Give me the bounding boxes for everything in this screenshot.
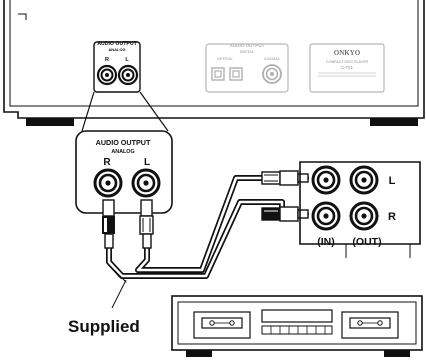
cd-jack-r-label: R bbox=[105, 57, 109, 63]
cd-digital-output-sub: DIGITAL bbox=[240, 50, 255, 54]
callout-sub: ANALOG bbox=[111, 149, 134, 155]
rca-plug-r-at-cd bbox=[102, 199, 115, 249]
cd-optical-label: OPTICAL bbox=[217, 57, 234, 61]
callout-r-label: R bbox=[103, 157, 111, 168]
supplied-leader-line bbox=[111, 279, 127, 309]
deck-center-display bbox=[261, 309, 333, 335]
cd-optical-jack-2 bbox=[229, 67, 243, 81]
supplied-label: Supplied bbox=[68, 317, 140, 336]
cd-jack-r bbox=[96, 64, 118, 86]
rca-plug-l-at-cd bbox=[139, 199, 154, 249]
deck-in-jack-l bbox=[311, 165, 341, 195]
deck-out-jack-r bbox=[349, 201, 379, 231]
callout-title: AUDIO OUTPUT bbox=[96, 138, 151, 147]
onkyo-logo: ONKYO bbox=[334, 49, 361, 57]
deck-cassette-door-left bbox=[193, 311, 251, 339]
deck-out-jack-l bbox=[349, 165, 379, 195]
cd-model-number: C-7VL bbox=[341, 65, 354, 70]
cd-player-rear-panel: AUDIO OUTPUT ANALOG R L AUDIO OUTPUT DIG… bbox=[3, 0, 425, 126]
callout-l-label: L bbox=[144, 157, 150, 168]
deck-r-label: R bbox=[388, 211, 396, 223]
analog-output-callout: AUDIO OUTPUT ANALOG R L bbox=[75, 91, 173, 214]
cd-player-foot-left bbox=[26, 118, 74, 126]
deck-foot-left bbox=[186, 350, 212, 357]
callout-jack-r bbox=[93, 168, 123, 198]
cassette-deck bbox=[171, 295, 423, 357]
deck-cassette-door-right bbox=[341, 311, 399, 339]
cd-coaxial-jack bbox=[262, 64, 282, 84]
cassette-deck-jack-panel: L R (IN) (OUT) bbox=[299, 161, 421, 258]
cd-analog-output-title: AUDIO OUTPUT bbox=[97, 41, 137, 47]
deck-in-jack-r bbox=[311, 201, 341, 231]
cd-jack-l bbox=[117, 64, 139, 86]
deck-l-label: L bbox=[389, 175, 396, 187]
cd-optical-jack-1 bbox=[211, 67, 225, 81]
cd-analog-output-sub: ANALOG bbox=[108, 47, 125, 52]
cd-digital-output-title: AUDIO OUTPUT bbox=[230, 43, 265, 48]
callout-jack-l bbox=[131, 168, 161, 198]
cd-coaxial-label: COAXIAL bbox=[264, 57, 281, 61]
cd-jack-l-label: L bbox=[125, 57, 129, 63]
cd-product-line: COMPACT DISC PLAYER bbox=[326, 60, 369, 64]
deck-foot-right bbox=[384, 350, 410, 357]
rca-plug-r-at-deck bbox=[261, 206, 309, 222]
deck-out-label: (OUT) bbox=[352, 236, 381, 248]
cd-model-plate bbox=[309, 43, 385, 93]
rca-plug-l-at-deck bbox=[261, 170, 309, 186]
cd-player-foot-right bbox=[370, 118, 418, 126]
deck-in-label: (IN) bbox=[317, 236, 335, 248]
